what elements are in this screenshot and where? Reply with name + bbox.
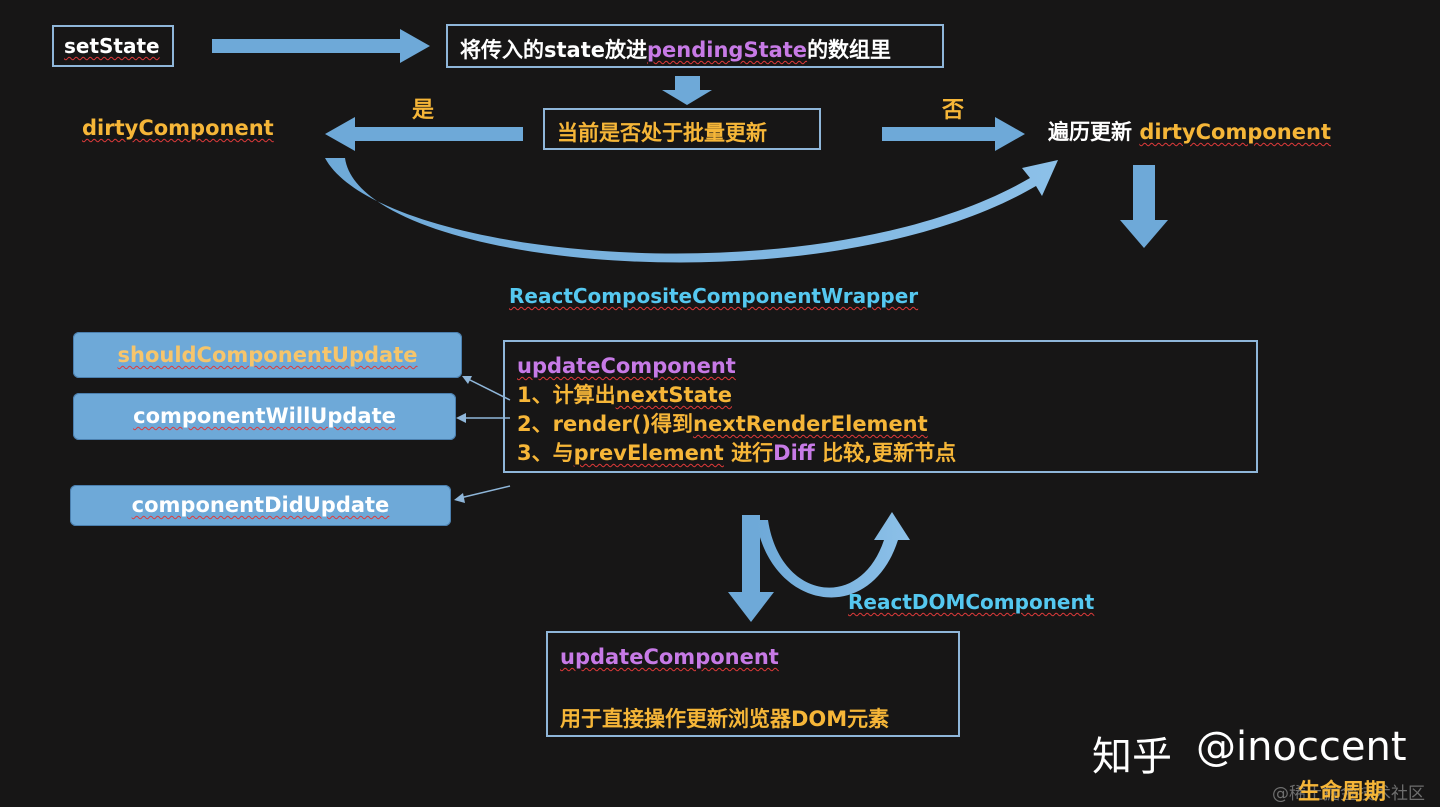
step3-mid: 进行: [723, 441, 774, 465]
step3-suffix: 比较,更新节点: [814, 441, 957, 465]
watermark-handle: @inoccent: [1196, 724, 1407, 770]
traverse-key: dirtyComponent: [1139, 120, 1331, 144]
lifecycle-label: 生命周期: [1298, 780, 1387, 805]
arrow-uturn-dom: [728, 515, 774, 622]
thin-arrow-to-did: [459, 485, 511, 499]
react-dom-component-label: ReactDOMComponent: [848, 590, 1095, 614]
setstate-box: setState: [52, 25, 174, 67]
step3-key2: Diff: [773, 441, 815, 465]
step3-prefix: 3、与: [517, 441, 574, 465]
wrapper-label: ReactCompositeComponentWrapper: [509, 284, 919, 308]
push-pending-state-box: 将传入的state放进pendingState的数组里: [446, 24, 944, 68]
traverse-prefix: 遍历更新: [1048, 120, 1140, 144]
component-will-update-pill: componentWillUpdate: [73, 393, 456, 440]
thin-arrowhead-will: [456, 413, 466, 423]
update-component-title: updateComponent: [517, 354, 736, 378]
thin-arrowhead-should: [462, 376, 472, 384]
step2-prefix: 2、render()得到: [517, 412, 693, 436]
update-component-box: updateComponent 1、计算出nextState 2、render(…: [503, 340, 1258, 473]
update-step-2: 2、render()得到nextRenderElement: [517, 410, 956, 439]
arrow-batch-to-traverse: [882, 117, 1025, 151]
push-prefix: 将传入的state放进: [460, 38, 647, 62]
component-did-update-pill: componentDidUpdate: [70, 485, 451, 526]
yes-label: 是: [412, 98, 435, 123]
update-step-3: 3、与prevElement 进行Diff 比较,更新节点: [517, 439, 956, 468]
setstate-label: setState: [64, 34, 160, 58]
arrow-setstate-to-push: [212, 29, 430, 63]
step3-key: prevElement: [573, 441, 724, 465]
watermark-site: 知乎: [1092, 734, 1172, 780]
thin-arrow-to-should: [465, 377, 511, 401]
batch-check-label: 当前是否处于批量更新: [557, 121, 767, 145]
dom-update-desc: 用于直接操作更新浏览器DOM元素: [560, 707, 890, 731]
arrow-uturn-curve: [756, 512, 910, 598]
traverse-text: 遍历更新 dirtyComponent: [1048, 116, 1331, 146]
dom-update-title: updateComponent: [560, 645, 779, 669]
step2-key: nextRenderElement: [693, 412, 928, 436]
update-step-1: 1、计算出nextState: [517, 381, 956, 410]
thin-arrowhead-did: [454, 493, 465, 503]
no-label: 否: [942, 98, 965, 123]
batch-check-box: 当前是否处于批量更新: [543, 108, 821, 150]
arrow-batch-to-dirty: [325, 117, 523, 151]
step1-prefix: 1、计算出: [517, 383, 616, 407]
dom-update-component-box: updateComponent 用于直接操作更新浏览器DOM元素: [546, 631, 960, 737]
push-suffix: 的数组里: [807, 38, 892, 62]
update-component-content: updateComponent 1、计算出nextState 2、render(…: [517, 352, 956, 468]
watermark-faint: @稀土掘金技术社区: [1272, 784, 1425, 804]
component-will-update-label: componentWillUpdate: [133, 404, 396, 428]
arrow-traverse-down: [1120, 165, 1168, 248]
push-key: pendingState: [647, 38, 808, 62]
arrow-push-to-batch: [662, 76, 712, 105]
should-component-update-label: shouldComponentUpdate: [117, 343, 418, 367]
push-text: 将传入的state放进pendingState的数组里: [460, 34, 891, 64]
component-did-update-label: componentDidUpdate: [131, 493, 390, 517]
arrow-dirty-curve-to-traverse: [325, 158, 1058, 263]
step1-key: nextState: [615, 383, 733, 407]
should-component-update-pill: shouldComponentUpdate: [73, 332, 462, 378]
dirty-component-label: dirtyComponent: [82, 116, 274, 140]
